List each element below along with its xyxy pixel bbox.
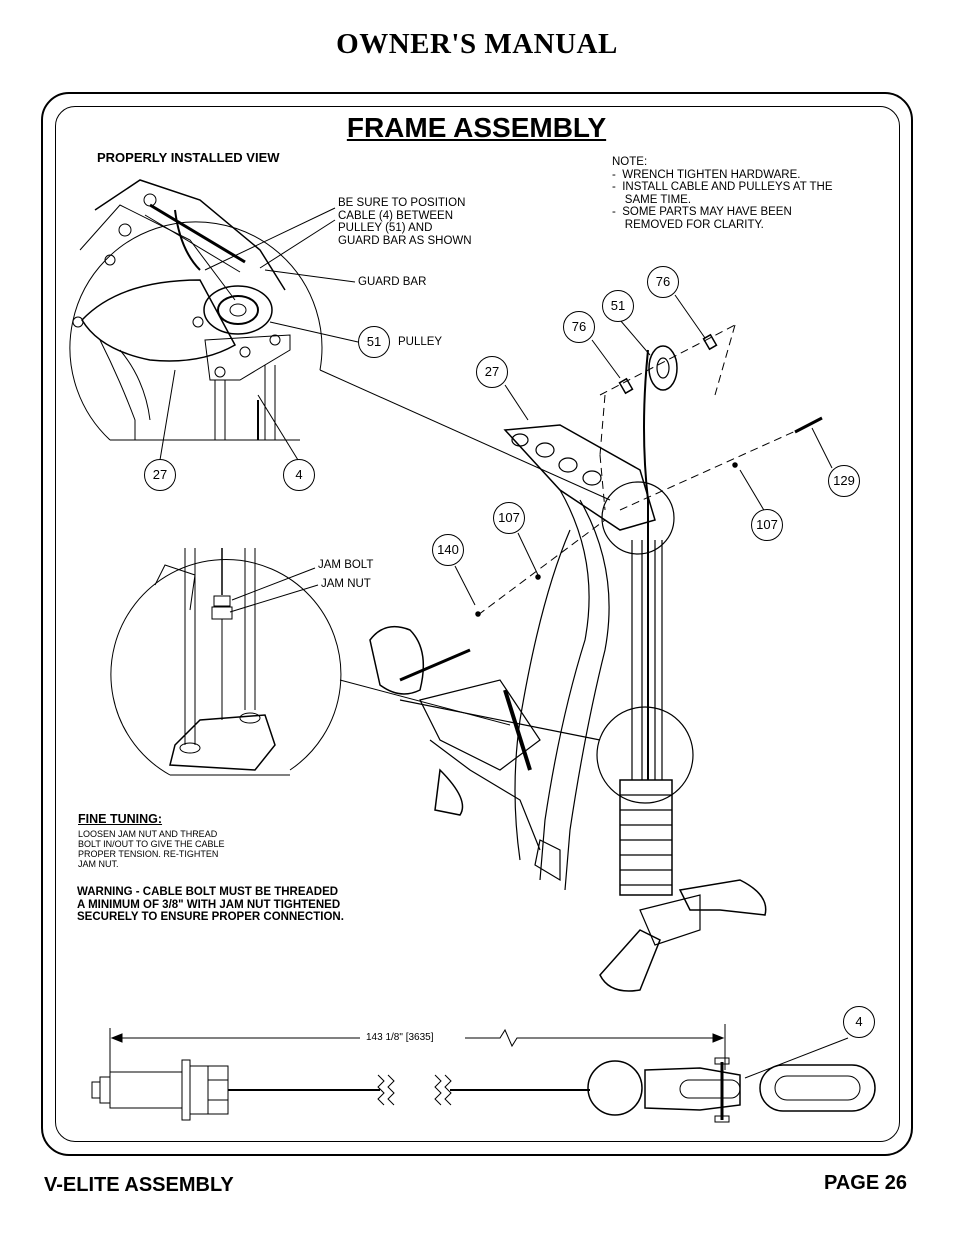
warning-line: SECURELY TO ENSURE PROPER CONNECTION. — [77, 911, 344, 923]
note-block: NOTE: - WRENCH TIGHTEN HARDWARE. - INSTA… — [612, 156, 833, 231]
note-item: - INSTALL CABLE AND PULLEYS AT THE — [612, 181, 833, 193]
cable-position-line: CABLE (4) BETWEEN — [338, 209, 454, 222]
callout-4-cable: 4 — [843, 1006, 875, 1038]
cable-position-line: PULLEY (51) AND — [338, 222, 433, 234]
pulley-label: PULLEY — [398, 336, 443, 348]
callout-107-left: 107 — [493, 502, 525, 534]
callout-51-detail: 51 — [358, 326, 390, 358]
callout-129: 129 — [828, 465, 860, 497]
fine-tuning-line: PROPER TENSION. RE-TIGHTEN — [78, 849, 219, 859]
callout-51-main: 51 — [602, 290, 634, 322]
callout-107-right: 107 — [751, 509, 783, 541]
main-leaders — [454, 294, 833, 606]
footer-page-number: PAGE 26 — [824, 1172, 907, 1194]
callout-76-left: 76 — [563, 311, 595, 343]
cable-position-line: GUARD BAR AS SHOWN — [338, 234, 472, 247]
guard-bar-label: GUARD BAR — [358, 276, 427, 288]
installed-view-heading: PROPERLY INSTALLED VIEW — [97, 150, 280, 165]
fine-tuning-line: LOOSEN JAM NUT AND THREAD — [78, 829, 218, 839]
cable-position-line: BE SURE TO POSITION — [338, 197, 466, 209]
page-frame-outer — [41, 92, 913, 1156]
jam-bolt-label: JAM BOLT — [318, 559, 374, 571]
callout-27-main: 27 — [476, 356, 508, 388]
cable-position-note: BE SURE TO POSITION CABLE (4) BETWEEN PU… — [338, 197, 472, 247]
pulley-detail-view — [69, 179, 323, 441]
callout-4-detail: 4 — [283, 459, 315, 491]
exploded-lines — [477, 324, 821, 616]
detail-leaders — [159, 207, 611, 501]
main-machine — [339, 345, 767, 992]
note-item: SAME TIME. — [612, 193, 692, 206]
warning-text: WARNING - CABLE BOLT MUST BE THREADED A … — [77, 886, 344, 924]
manual-title: OWNER'S MANUAL — [336, 28, 618, 60]
warning-line: WARNING - CABLE BOLT MUST BE THREADED — [77, 886, 339, 898]
callout-140: 140 — [432, 534, 464, 566]
page-frame-inner — [55, 106, 900, 1142]
note-heading: NOTE: — [612, 156, 648, 168]
callout-27-detail: 27 — [144, 459, 176, 491]
callout-76-top: 76 — [647, 266, 679, 298]
note-item: REMOVED FOR CLARITY. — [612, 218, 764, 231]
fine-tuning-text: LOOSEN JAM NUT AND THREAD BOLT IN/OUT TO… — [78, 829, 225, 869]
fine-tuning-line: JAM NUT. — [78, 859, 119, 869]
section-title: FRAME ASSEMBLY — [346, 112, 607, 143]
small-parts — [475, 333, 823, 617]
cable-length-dimension: 143 1/8" [3635] — [366, 1032, 434, 1043]
jam-bolt-detail-view — [110, 548, 342, 776]
jam-nut-label: JAM NUT — [321, 578, 371, 590]
fine-tuning-line: BOLT IN/OUT TO GIVE THE CABLE — [78, 839, 225, 849]
fine-tuning-heading: FINE TUNING: — [78, 812, 163, 826]
note-item: - SOME PARTS MAY HAVE BEEN — [612, 206, 792, 218]
warning-line: A MINIMUM OF 3/8" WITH JAM NUT TIGHTENED — [77, 898, 341, 911]
cable-diagram — [91, 1024, 876, 1123]
footer-assembly-name: V-ELITE ASSEMBLY — [44, 1174, 234, 1196]
note-item: - WRENCH TIGHTEN HARDWARE. — [612, 168, 801, 181]
